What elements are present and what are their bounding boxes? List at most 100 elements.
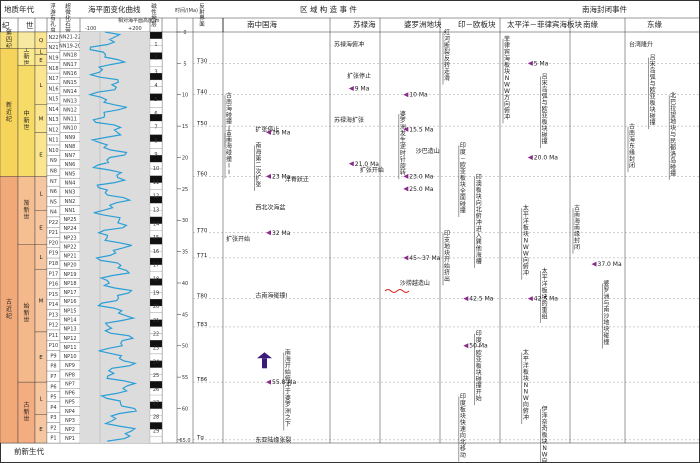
header-era: 纪 (2, 20, 10, 30)
nanno-zone-label: NP12 (63, 336, 76, 342)
svg-text:碰: 碰 (460, 200, 466, 208)
nanno-zone-label: NP5 (65, 400, 75, 406)
reflector-T40: T40 (196, 90, 208, 96)
event-age: 23 Ma (272, 173, 291, 180)
event-marker (348, 85, 354, 91)
nanno-zone-label: NP1 (65, 436, 75, 442)
svg-text:始: 始 (285, 368, 291, 376)
event-marker (463, 296, 469, 302)
svg-text:欧: 欧 (650, 86, 656, 94)
svg-text:宋: 宋 (542, 79, 548, 87)
svg-text:印: 印 (444, 230, 450, 237)
nanno-zone-label: NP9 (65, 363, 75, 369)
svg-text:四: 四 (6, 37, 12, 44)
chron-number: 23 (153, 346, 159, 352)
nanno-zone-label: NP10 (63, 354, 76, 360)
svg-text:针: 针 (400, 156, 406, 164)
nanno-zone-label: NP17 (63, 290, 76, 296)
reflector-Tg: Tg (196, 435, 204, 441)
svg-text:于: 于 (285, 389, 291, 396)
header-col-borneo: 婆罗洲地块 (404, 19, 442, 29)
svg-text:快: 快 (460, 418, 466, 426)
time-tick-label: 5 (183, 61, 186, 67)
event-age: 42.5 Ma (469, 296, 493, 303)
header-col-indoeu: 印－欧板块 (458, 19, 496, 29)
svg-text:闭: 闭 (629, 162, 635, 170)
svg-text:撞: 撞 (542, 137, 548, 145)
svg-text:反: 反 (444, 55, 450, 63)
foram-zone-label: N7 (50, 179, 57, 185)
svg-text:北: 北 (670, 91, 676, 99)
event-age: 20.0 Ma (534, 154, 558, 161)
nanno-zone-label: NP11 (63, 345, 76, 351)
chron-number: 11 (153, 180, 159, 186)
svg-text:撞: 撞 (476, 382, 482, 390)
foram-zone-label: P5 (50, 395, 56, 401)
svg-text:洲: 洲 (285, 408, 291, 415)
svg-text:欧: 欧 (542, 105, 548, 113)
svg-text:海: 海 (574, 217, 580, 225)
chron-number: 20 (153, 304, 159, 310)
svg-text:虫: 虫 (50, 26, 56, 34)
svg-text:吕: 吕 (650, 55, 656, 62)
chron-number: 1 (154, 42, 157, 48)
svg-text:冲: 冲 (523, 414, 529, 422)
reflector-T80: T80 (196, 294, 208, 300)
period-label-Q: 第四纪 (6, 29, 12, 51)
svg-text:始: 始 (444, 262, 450, 270)
subepoch-label: M (39, 117, 44, 123)
nanno-zone-label: NN7 (65, 153, 76, 159)
svg-text:世: 世 (23, 316, 29, 324)
chron-number: 9 (154, 152, 157, 158)
event-age: 32 Ma (272, 230, 291, 237)
svg-text:N: N (524, 382, 529, 389)
svg-text:北: 北 (460, 438, 466, 446)
svg-text:南: 南 (226, 98, 232, 106)
svg-text:N: N (524, 238, 529, 245)
svg-text:动: 动 (460, 452, 466, 459)
foram-zone-label: P3 (50, 415, 56, 421)
svg-text:新: 新 (23, 206, 29, 214)
nanno-zone-label: NP8 (65, 372, 75, 378)
event-text: 沙巴造山 (416, 147, 440, 155)
svg-text:印: 印 (460, 393, 466, 400)
svg-text:始: 始 (23, 302, 29, 310)
event-age: 23.0 Ma (409, 173, 433, 180)
nanno-zone-label: NN11 (63, 117, 77, 123)
svg-text:渐: 渐 (23, 199, 29, 207)
chron-number: 16 (153, 249, 159, 255)
chron-number: 5 (154, 97, 157, 103)
nanno-zone-label: NP23 (63, 235, 76, 241)
svg-text:海: 海 (226, 104, 232, 112)
svg-text:亚: 亚 (650, 94, 656, 101)
foram-zone-label: N15 (48, 97, 58, 103)
svg-text:二: 二 (255, 162, 261, 169)
svg-text:弧: 弧 (542, 92, 548, 100)
event-text: 扩张停止 (347, 72, 371, 80)
event-text: 台湾隆升 (629, 41, 653, 49)
svg-text:碰: 碰 (476, 375, 482, 383)
svg-text:伊: 伊 (542, 405, 548, 413)
epoch-label-E1: 古新世 (23, 401, 29, 423)
event-marker (348, 161, 354, 167)
svg-text:游: 游 (50, 8, 56, 16)
svg-text:I: I (228, 125, 230, 132)
svg-text:块: 块 (476, 369, 482, 377)
svg-text:－: － (476, 344, 482, 351)
foram-zone-label: N16 (48, 86, 58, 92)
nanno-zone-label: NP21 (63, 254, 76, 260)
svg-text:生: 生 (400, 136, 406, 144)
svg-text:都: 都 (670, 143, 676, 151)
time-tick-label: 55 (182, 375, 188, 381)
svg-text:律: 律 (504, 41, 510, 49)
svg-text:民: 民 (670, 138, 676, 145)
svg-text:方: 方 (504, 93, 510, 101)
